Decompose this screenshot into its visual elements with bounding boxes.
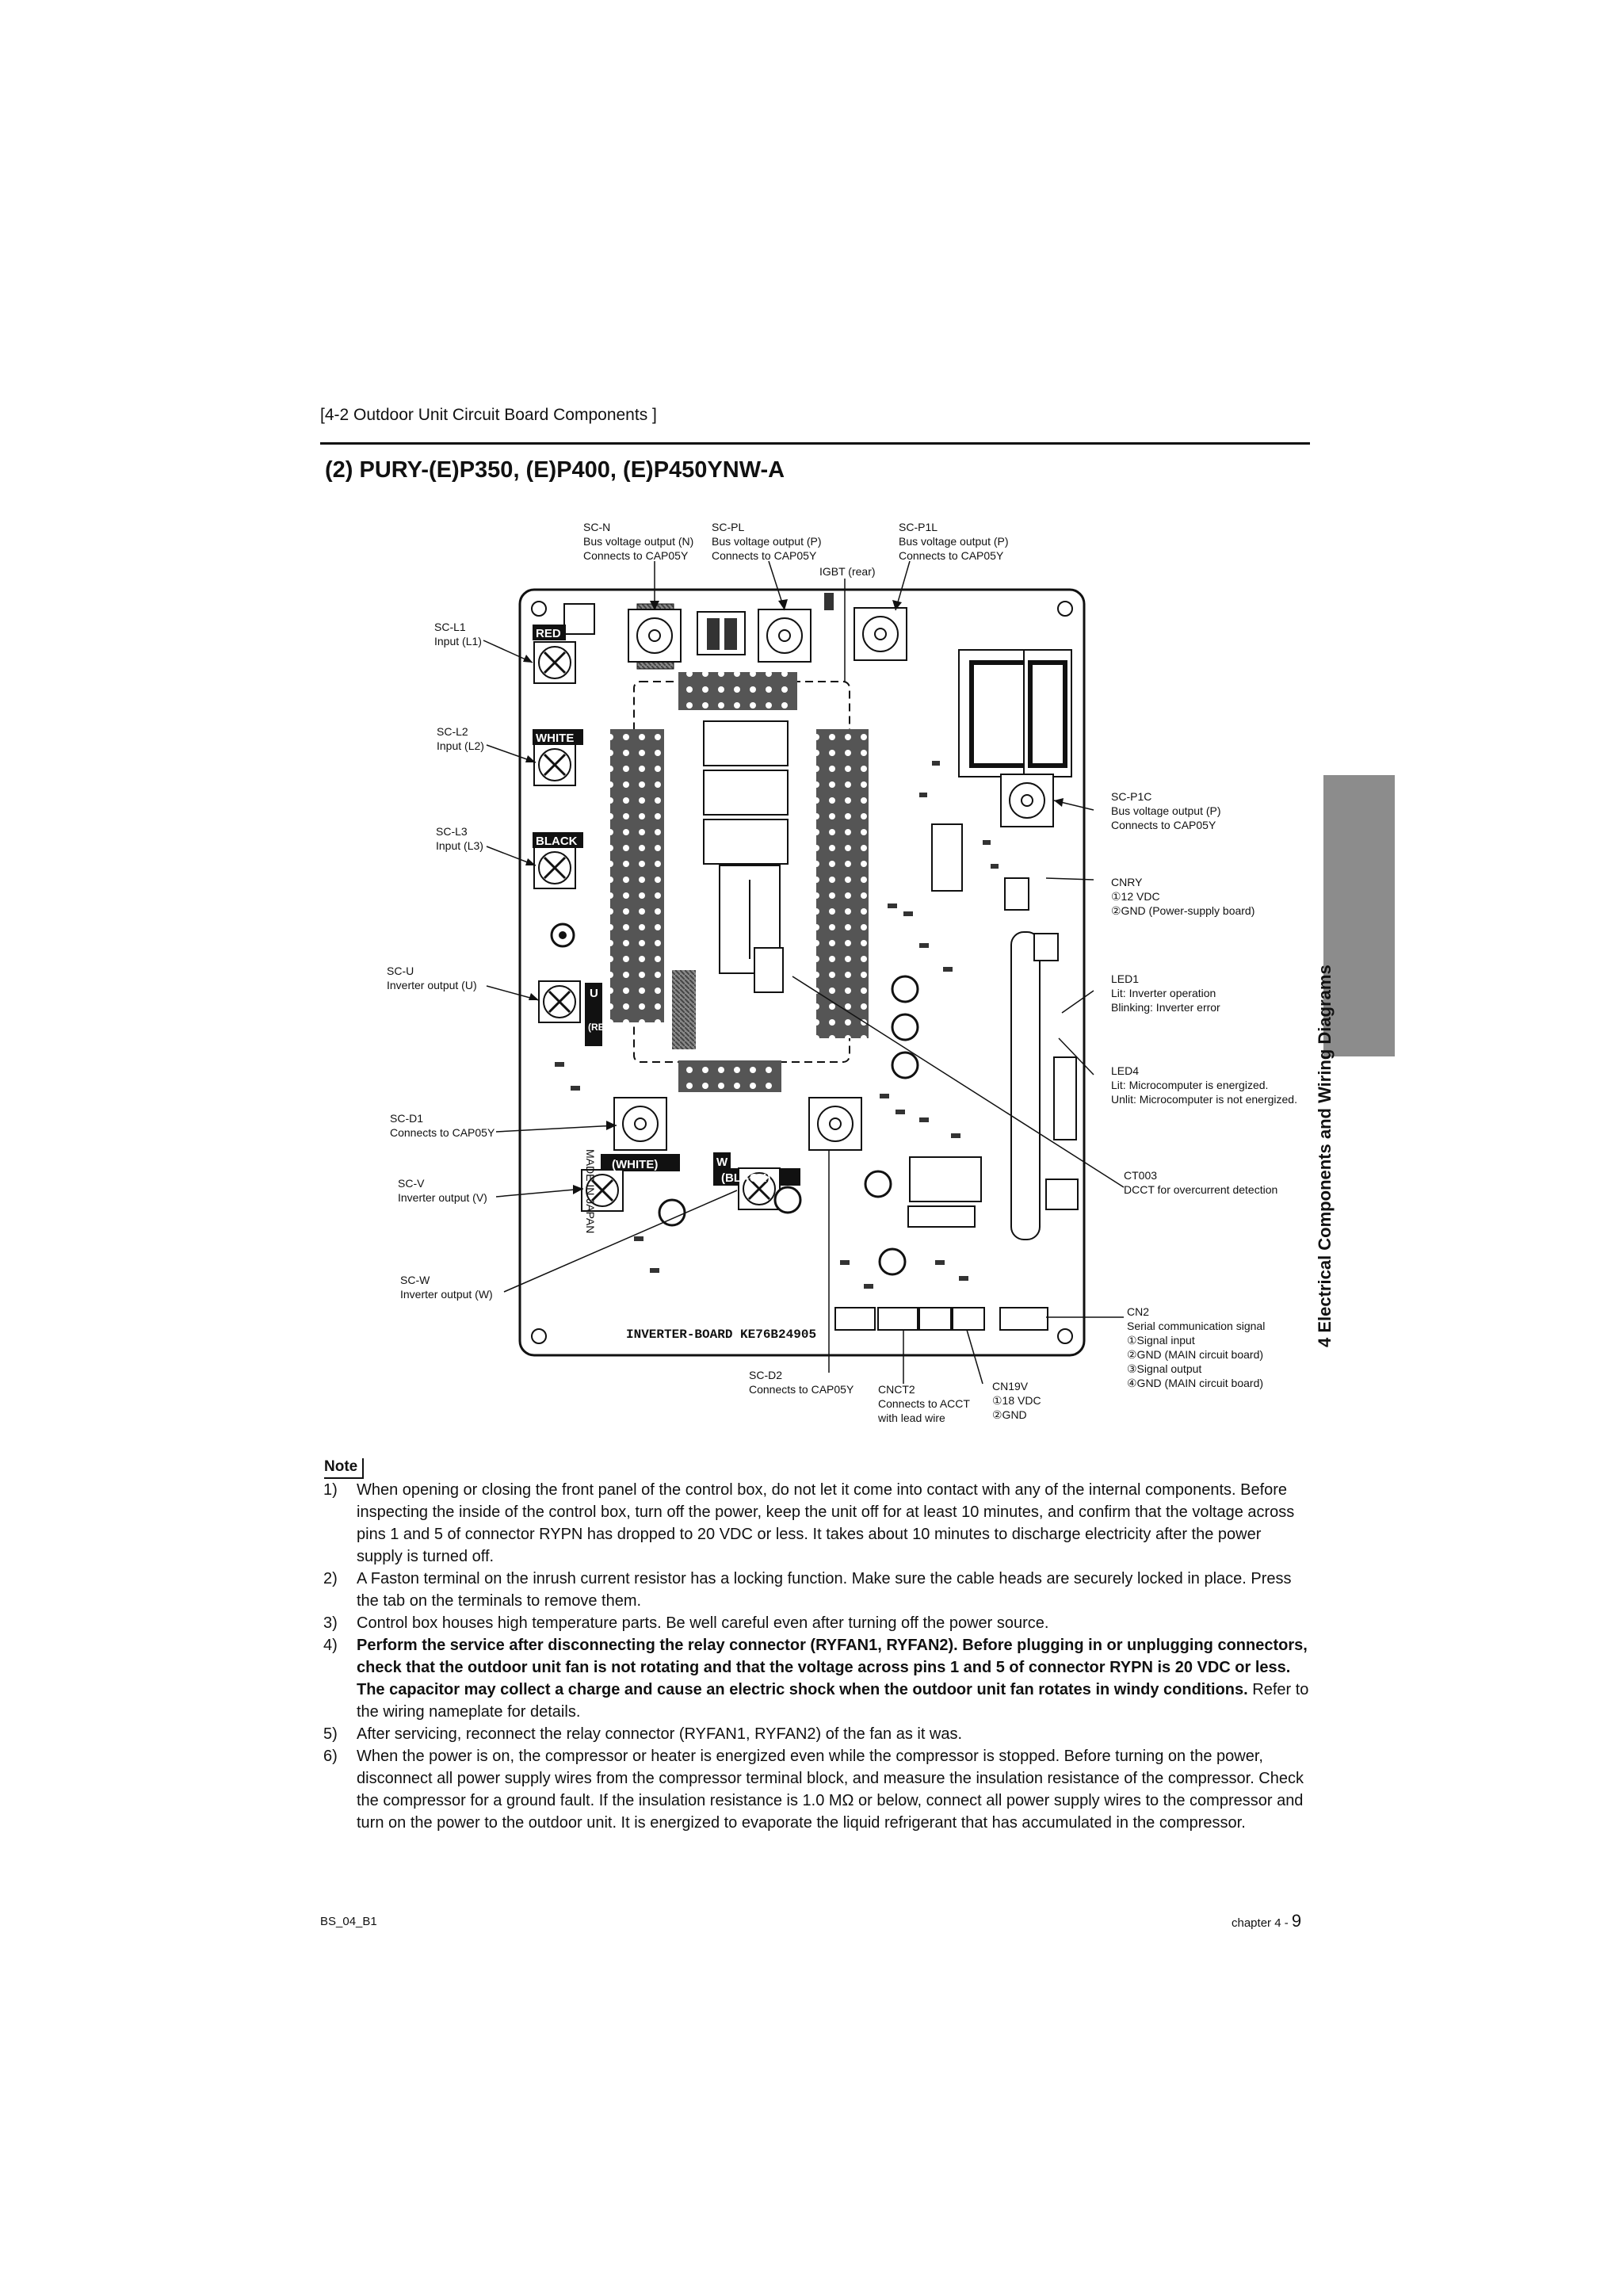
footer-page: chapter 4 - 9 <box>1232 1911 1302 1931</box>
note-text: Refer to the wiring nameplate for detail… <box>357 1681 1309 1721</box>
note-item: 3) Control box houses high temperature p… <box>323 1614 1049 1632</box>
silk-u-red: (RED) <box>588 1022 614 1033</box>
mount-hole <box>531 1328 547 1344</box>
silk-u: U <box>590 987 598 1000</box>
callout-igbt: IGBT (rear) <box>819 565 876 578</box>
capacitor <box>703 819 789 865</box>
chapter-side-tab <box>1323 775 1395 1056</box>
heatsink-top <box>678 672 797 710</box>
note-item: 4) Perform the service after disconnecti… <box>323 1637 1309 1721</box>
mount-hole <box>1057 1328 1073 1344</box>
note-list: 1) When opening or closing the front pan… <box>323 1479 1310 1834</box>
silk-made-in-japan: MADE IN JAPAN <box>584 1149 597 1233</box>
section-title: (2) PURY-(E)P350, (E)P400, (E)P450YNW-A <box>325 457 785 483</box>
silk-w: W <box>716 1156 728 1169</box>
connector-cn2 <box>999 1307 1048 1331</box>
header-rule <box>320 442 1310 445</box>
note-bold-text: Perform the service after disconnecting … <box>357 1637 1308 1698</box>
mount-hole <box>1057 601 1073 617</box>
footer-doc-code: BS_04_B1 <box>320 1915 377 1928</box>
heatsink-bottom <box>678 1060 781 1092</box>
note-item: 5) After servicing, reconnect the relay … <box>323 1725 963 1743</box>
note-item: 1) When opening or closing the front pan… <box>323 1481 1295 1565</box>
page-number: 9 <box>1291 1911 1302 1931</box>
silk-red: RED <box>536 627 561 640</box>
connector-cn19v <box>918 1307 952 1331</box>
circuit-board-diagram: RED WHITE BLACK U (RED) V (WHITE) W (BLA… <box>483 560 1125 1385</box>
connector-cnct2 <box>877 1307 918 1331</box>
silk-v-white: (WHITE) <box>612 1158 658 1171</box>
connector <box>952 1307 985 1331</box>
note-heading: Note <box>324 1458 365 1479</box>
note-item: 2) A Faston terminal on the inrush curre… <box>323 1570 1292 1610</box>
note-item: 6) When the power is on, the compressor … <box>323 1748 1304 1832</box>
silk-black: BLACK <box>536 835 578 848</box>
heatsink-left <box>610 729 664 1022</box>
board-marking: INVERTER-BOARD KE76B24905 <box>626 1328 816 1342</box>
silk-w-black: (BLACK) <box>721 1171 770 1185</box>
capacitor <box>703 770 789 816</box>
connector <box>834 1307 876 1331</box>
capacitor <box>703 720 789 766</box>
mount-hole <box>531 601 547 617</box>
ct003-sensor <box>1010 931 1041 1240</box>
breadcrumb: [4-2 Outdoor Unit Circuit Board Componen… <box>320 406 657 424</box>
silk-v: V <box>588 1158 596 1171</box>
heatsink-right <box>816 729 869 1038</box>
silk-white: WHITE <box>536 732 574 745</box>
